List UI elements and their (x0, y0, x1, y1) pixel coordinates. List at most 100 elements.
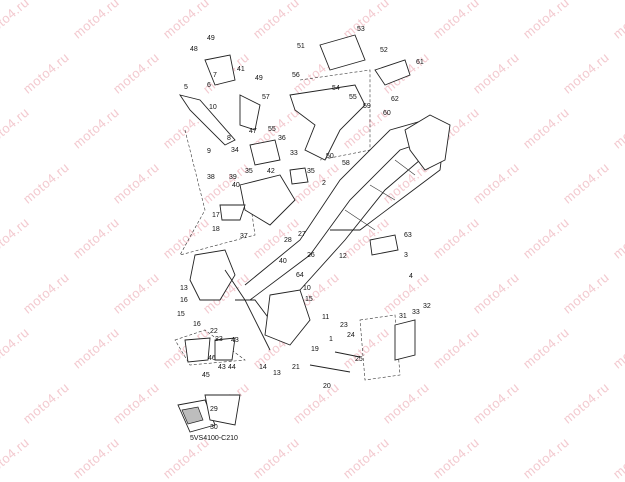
part-label-55b: 55 (349, 94, 357, 101)
part-label-42: 42 (267, 168, 275, 175)
part-label-64: 64 (296, 272, 304, 279)
part-label-24: 24 (347, 332, 355, 339)
part-label-23: 23 (215, 336, 223, 343)
part-label-30: 30 (210, 424, 218, 431)
bracket-63 (369, 234, 399, 256)
part-label-15: 15 (177, 311, 185, 318)
part-label-50: 50 (326, 153, 334, 160)
part-label-9: 9 (207, 148, 211, 155)
part-label-6: 6 (207, 82, 211, 89)
part-label-56: 56 (292, 72, 300, 79)
part-label-39: 39 (229, 174, 237, 181)
part-label-61: 61 (416, 59, 424, 66)
part-label-49b: 49 (255, 75, 263, 82)
cover-42 (239, 174, 296, 226)
part-label-38: 38 (207, 174, 215, 181)
part-label-44: 44 (228, 364, 236, 371)
bracket-44 (214, 337, 236, 361)
part-label-45: 45 (202, 372, 210, 379)
main-frame-rail-inner (299, 149, 441, 291)
part-label-7: 7 (213, 72, 217, 79)
frame-drawing (174, 34, 451, 433)
frame-crossbar-3 (394, 159, 416, 176)
part-label-13: 13 (180, 285, 188, 292)
part-label-12: 12 (339, 253, 347, 260)
group-outline-right (359, 314, 401, 381)
plate-29 (204, 394, 241, 426)
part-label-36: 36 (278, 135, 286, 142)
group-outline-front (174, 329, 246, 366)
part-label-58: 58 (342, 160, 350, 167)
part-label-53: 53 (357, 26, 365, 33)
head-pipe-assembly (189, 249, 236, 301)
part-label-17: 17 (212, 212, 220, 219)
part-label-59: 59 (363, 103, 371, 110)
figure-code: 5VS4100-C210 (190, 435, 238, 442)
part-label-33: 33 (290, 150, 298, 157)
part-label-20: 20 (323, 383, 331, 390)
cover-45 (184, 337, 211, 363)
part-label-32: 32 (423, 303, 431, 310)
stay-5 (178, 94, 236, 146)
part-label-10: 10 (209, 104, 217, 111)
bracket-34 (249, 139, 281, 166)
part-label-57: 57 (262, 94, 270, 101)
part-label-22: 22 (210, 328, 218, 335)
main-frame-rail-upper (244, 119, 426, 286)
part-label-5: 5 (184, 84, 188, 91)
part-label-3: 3 (404, 252, 408, 259)
part-label-55: 55 (268, 126, 276, 133)
part-label-15b: 15 (305, 296, 313, 303)
part-label-47: 47 (249, 128, 257, 135)
down-tube (224, 269, 271, 351)
part-label-40b: 40 (279, 258, 287, 265)
part-label-62: 62 (391, 96, 399, 103)
part-label-43b: 43 (231, 337, 239, 344)
part-label-11: 11 (322, 314, 330, 321)
guard-30-inner (181, 406, 204, 425)
damper-35 (289, 167, 309, 185)
part-label-1: 1 (329, 336, 333, 343)
part-label-33b: 33 (412, 309, 420, 316)
part-label-23b: 23 (340, 322, 348, 329)
part-label-49: 49 (207, 35, 215, 42)
part-label-2: 2 (322, 180, 326, 187)
frame-crossbar-1 (344, 209, 376, 231)
stay-47 (239, 94, 261, 131)
cover-61 (374, 59, 411, 86)
bolt-25 (334, 351, 361, 358)
part-label-8: 8 (227, 135, 231, 142)
part-label-14: 14 (259, 364, 267, 371)
engine-plate (264, 289, 311, 346)
part-label-60: 60 (383, 110, 391, 117)
part-label-40: 40 (232, 182, 240, 189)
part-label-26: 26 (307, 252, 315, 259)
part-label-13b: 13 (273, 370, 281, 377)
group-outline-top (299, 69, 371, 161)
part-label-34: 34 (231, 147, 239, 154)
part-label-41: 41 (237, 66, 245, 73)
bracket-48 (204, 54, 236, 86)
seat-rail-assembly (289, 84, 366, 161)
part-label-16: 16 (180, 297, 188, 304)
part-label-18: 18 (212, 226, 220, 233)
plate-31 (394, 319, 416, 361)
part-label-10b: 10 (303, 285, 311, 292)
shaft-20 (309, 364, 351, 373)
part-label-46: 46 (208, 355, 216, 362)
part-label-35: 35 (245, 168, 253, 175)
part-label-48: 48 (190, 46, 198, 53)
rear-bracket-51 (319, 34, 366, 71)
part-label-27: 27 (298, 231, 306, 238)
part-label-19: 19 (311, 346, 319, 353)
part-label-51: 51 (297, 43, 305, 50)
rear-frame-bracket (404, 114, 451, 171)
part-label-28: 28 (284, 237, 292, 244)
bracket-37 (219, 204, 246, 221)
main-frame-rail-lower (249, 139, 431, 301)
part-label-4: 4 (409, 273, 413, 280)
part-label-54: 54 (332, 85, 340, 92)
part-label-31: 31 (399, 313, 407, 320)
part-label-25: 25 (355, 356, 363, 363)
